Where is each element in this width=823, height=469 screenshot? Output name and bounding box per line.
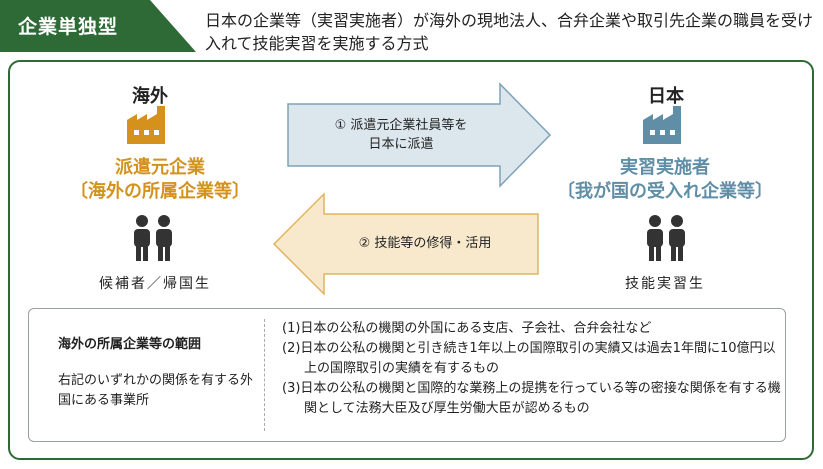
scope-box — [28, 308, 786, 442]
dispatch-arrow-line2: 日本に派遣 — [368, 137, 434, 152]
scope-item: (2)日本の公私の機関と引き続き1年以上の国際取引の実績又は過去1年間に10億円… — [282, 341, 776, 376]
scheme-tag: 企業単独型 — [0, 0, 196, 52]
implementing-organization: 実習実施者 〔我が国の受入れ企業等〕 — [540, 156, 790, 204]
scope-divider — [264, 319, 265, 431]
dispatch-arrow-line1: ① 派遣元企業社員等を — [334, 118, 468, 133]
people-icon — [647, 215, 685, 261]
scope-description: 右記のいずれかの関係を有する外国にある事業所 — [58, 373, 254, 408]
dispatching-company: 派遣元企業 〔海外の所属企業等〕 — [40, 156, 280, 204]
scope-list: (1)日本の公私の機関の外国にある支店、子会社、合弁会社など (2)日本の公私の… — [282, 319, 782, 419]
skills-arrow — [272, 192, 539, 296]
japan-region-title: 日本 — [648, 86, 684, 107]
candidate-label: 候補者／帰国生 — [99, 276, 211, 292]
implementing-organization-note: 〔我が国の受入れ企業等〕 — [557, 181, 773, 202]
trainee-label: 技能実習生 — [625, 276, 705, 292]
scheme-description: 日本の企業等（実習実施者）が海外の現地法人、合弁企業や取引先企業の職員を受け入れ… — [205, 11, 814, 53]
dispatching-company-note: 〔海外の所属企業等〕 — [70, 181, 250, 202]
dispatch-arrow-text: ① 派遣元企業社員等を 日本に派遣 — [296, 116, 506, 154]
implementing-organization-name: 実習実施者 — [620, 157, 710, 178]
scope-item: (1)日本の公私の機関の外国にある支店、子会社、合弁会社など — [282, 321, 652, 336]
diagram-frame — [8, 60, 814, 460]
factory-icon — [127, 106, 165, 144]
scheme-tag-label: 企業単独型 — [18, 16, 119, 38]
scope-title: 海外の所属企業等の範囲 — [58, 337, 202, 352]
tag-background — [0, 0, 196, 52]
dispatch-arrow — [287, 82, 552, 188]
factory-icon — [643, 106, 681, 144]
scope-item: (3)日本の公私の機関と国際的な業務上の提携を行っている等の密接な関係を有する機… — [282, 381, 781, 416]
skills-arrow-text: ② 技能等の修得・活用 — [358, 236, 492, 251]
people-icon — [134, 215, 172, 261]
overseas-region-title: 海外 — [132, 86, 168, 107]
dispatching-company-name: 派遣元企業 — [115, 157, 205, 178]
